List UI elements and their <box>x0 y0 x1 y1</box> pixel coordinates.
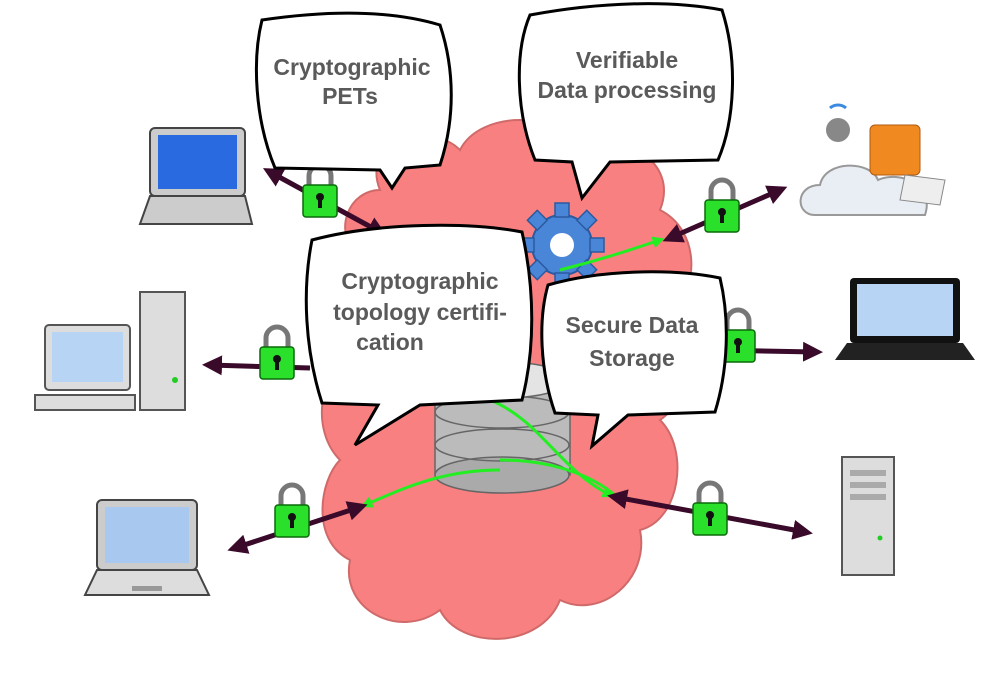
lock-icon <box>260 327 294 379</box>
gear-icon <box>519 202 605 288</box>
bubble-topology-line3: cation <box>356 329 424 355</box>
bubble-storage-line2: Storage <box>589 345 675 371</box>
laptop-bottom-left-icon <box>84 499 210 596</box>
desktop-computer-icon <box>34 291 186 411</box>
cloud-services-icon <box>799 103 946 216</box>
bubble-pets-line2: PETs <box>322 83 378 109</box>
lock-icon <box>303 165 337 217</box>
lock-icon <box>705 180 739 232</box>
bubble-secure-storage: Secure Data Storage <box>540 270 728 450</box>
bubble-topology-certification: Cryptographic topology certifi- cation <box>304 223 534 447</box>
lock-icon <box>275 485 309 537</box>
server-icon <box>841 456 895 576</box>
bubble-storage-line1: Secure Data <box>566 312 699 338</box>
laptop-top-left-icon <box>138 127 254 225</box>
bubble-cryptographic-pets: Cryptographic PETs <box>254 11 453 191</box>
bubble-topology-line2: topology certifi- <box>333 299 507 325</box>
bubble-topology-line1: Cryptographic <box>341 268 498 294</box>
bubble-verifiable-processing: Verifiable Data processing <box>517 2 735 202</box>
lock-icon <box>693 483 727 535</box>
laptop-right-icon <box>835 278 975 360</box>
bubble-pets-line1: Cryptographic <box>273 54 430 80</box>
bubble-verifiable-line1: Verifiable <box>576 47 678 73</box>
bubble-verifiable-line2: Data processing <box>538 77 717 103</box>
